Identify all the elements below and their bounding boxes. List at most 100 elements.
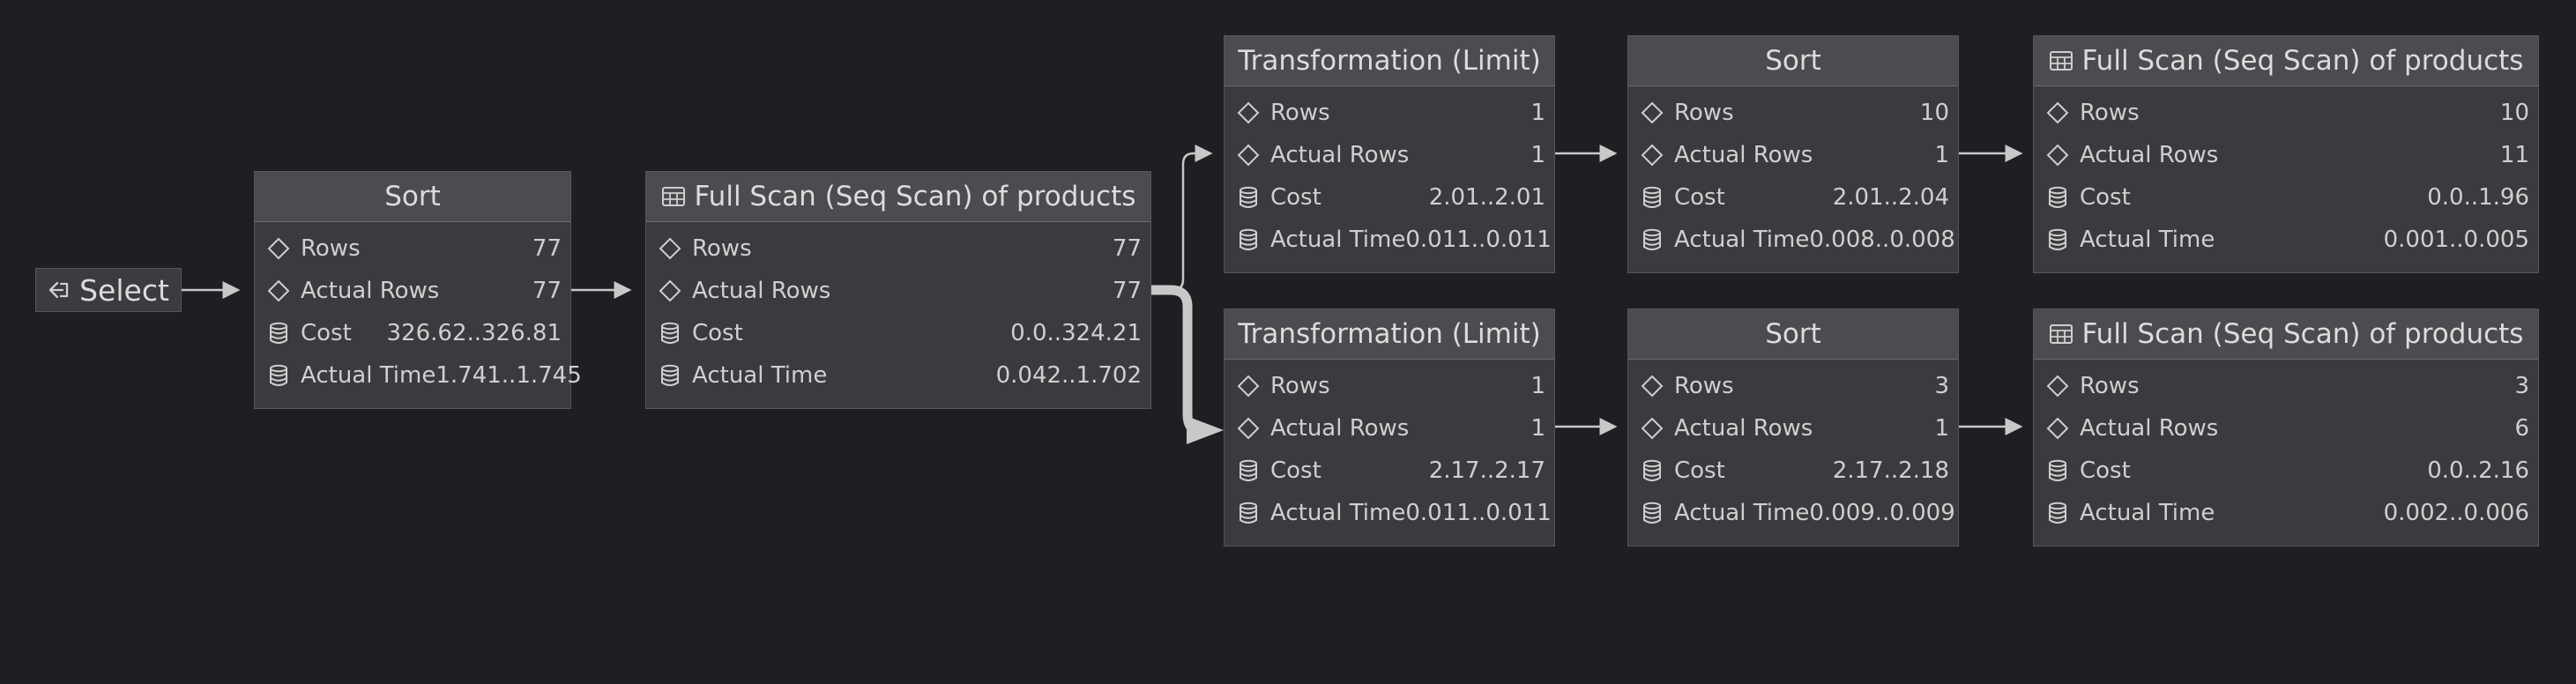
metric-label: Rows xyxy=(1270,100,1330,126)
metric-value: 3 xyxy=(2514,373,2529,399)
metric-label: Rows xyxy=(1674,373,1734,399)
database-icon xyxy=(265,362,292,389)
table-icon xyxy=(2049,323,2073,346)
metric-label: Actual Time xyxy=(2080,227,2215,253)
database-icon xyxy=(1235,500,1262,526)
database-icon xyxy=(1639,184,1665,211)
metric-label: Rows xyxy=(2080,100,2140,126)
metric-value: 0.008..0.008 xyxy=(1809,227,1955,253)
diamond-icon xyxy=(1235,373,1262,399)
metric-label: Actual Rows xyxy=(1270,142,1410,168)
metric-label: Rows xyxy=(1270,373,1330,399)
metric-label: Rows xyxy=(692,235,752,262)
metric-row: Rows 10 xyxy=(1628,92,1958,134)
metric-label: Actual Rows xyxy=(1674,415,1813,442)
node-header: Full Scan (Seq Scan) of products xyxy=(646,172,1150,222)
metric-value: 11 xyxy=(2499,142,2529,168)
node-title: Full Scan (Seq Scan) of products xyxy=(2081,318,2524,350)
metric-value: 1 xyxy=(1530,415,1545,442)
metric-value: 2.01..2.04 xyxy=(1832,184,1949,211)
metric-label: Actual Rows xyxy=(301,278,440,304)
database-icon xyxy=(2044,227,2071,253)
table-icon xyxy=(2049,49,2073,72)
edge-scan-limit-top xyxy=(1151,145,1213,292)
metric-label: Rows xyxy=(1674,100,1734,126)
edge-scan-limit-bottom-arrowhead xyxy=(1187,416,1224,444)
edge-scan-limit-bottom xyxy=(1151,285,1200,435)
database-icon xyxy=(2044,184,2071,211)
metric-value: 1 xyxy=(1530,100,1545,126)
metric-label: Actual Time xyxy=(2080,500,2215,526)
database-icon xyxy=(1639,457,1665,484)
metric-value: 77 xyxy=(532,278,562,304)
metric-value: 77 xyxy=(1112,278,1142,304)
metric-label: Cost xyxy=(1674,457,1725,484)
metric-row: Actual Rows 1 xyxy=(1225,134,1554,176)
diamond-icon xyxy=(2044,100,2071,126)
select-node[interactable]: Select xyxy=(35,268,182,312)
diamond-icon xyxy=(265,235,292,262)
metric-label: Cost xyxy=(1270,184,1322,211)
arrow-left-from-bracket-icon xyxy=(48,279,71,301)
diamond-icon xyxy=(657,235,683,262)
metric-label: Actual Time xyxy=(692,362,828,389)
node-title: Full Scan (Seq Scan) of products xyxy=(2081,45,2524,77)
node-title: Sort xyxy=(1765,45,1821,77)
diamond-icon xyxy=(1235,142,1262,168)
node-header: Transformation (Limit) xyxy=(1225,36,1554,86)
metric-value: 2.17..2.18 xyxy=(1832,457,1949,484)
metric-row: Actual Time 0.001..0.005 xyxy=(2034,219,2538,261)
database-icon xyxy=(1639,227,1665,253)
metric-value: 1 xyxy=(1530,142,1545,168)
metric-label: Actual Rows xyxy=(692,278,831,304)
metric-value: 0.002..0.006 xyxy=(2383,500,2529,526)
metric-value: 0.0..2.16 xyxy=(2427,457,2529,484)
metric-label: Cost xyxy=(2080,457,2131,484)
diamond-icon xyxy=(2044,415,2071,442)
metric-label: Actual Time xyxy=(1270,227,1406,253)
metric-value: 0.001..0.005 xyxy=(2383,227,2529,253)
metric-value: 10 xyxy=(2499,100,2529,126)
metric-label: Rows xyxy=(2080,373,2140,399)
metric-value: 1 xyxy=(1934,142,1949,168)
metric-label: Actual Time xyxy=(301,362,436,389)
metric-label: Cost xyxy=(301,320,352,346)
metric-value: 77 xyxy=(532,235,562,262)
database-icon xyxy=(265,320,292,346)
metric-label: Actual Time xyxy=(1674,227,1810,253)
metric-row: Cost 2.17..2.18 xyxy=(1628,450,1958,492)
metric-label: Cost xyxy=(1270,457,1322,484)
node-header: Sort xyxy=(255,172,570,222)
metric-value: 10 xyxy=(1919,100,1949,126)
diamond-icon xyxy=(1235,100,1262,126)
node-header: Sort xyxy=(1628,36,1958,86)
diamond-icon xyxy=(265,278,292,304)
